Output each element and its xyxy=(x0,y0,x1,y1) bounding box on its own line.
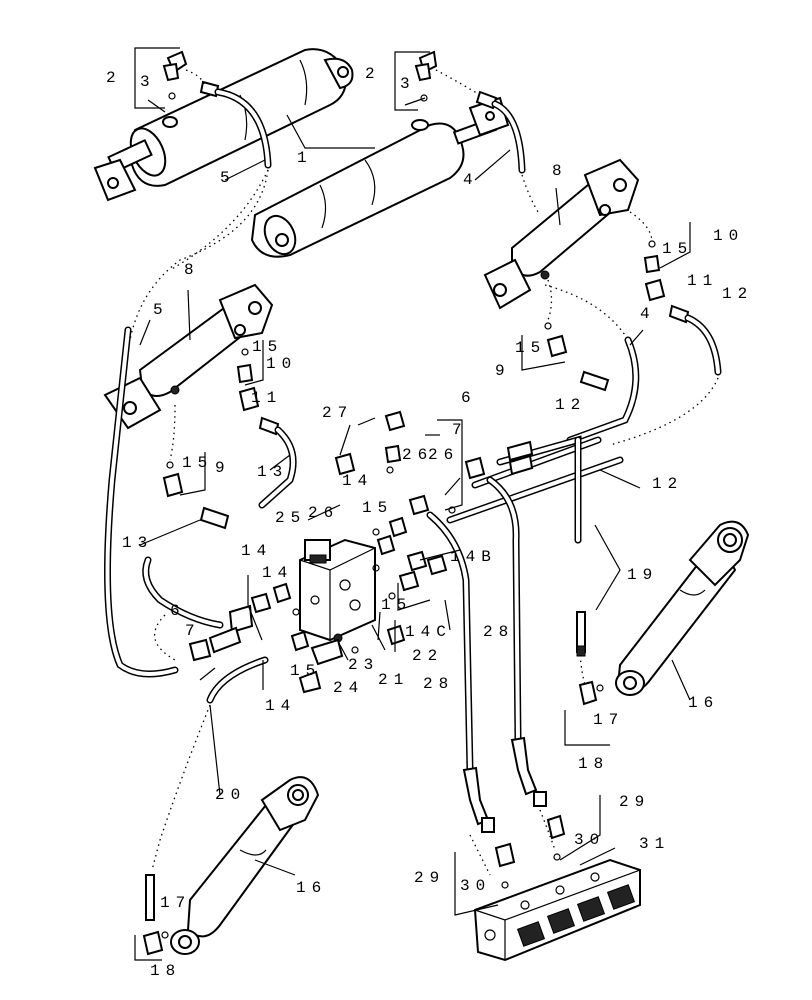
callout-22: 22 xyxy=(412,647,444,665)
callout-15f: 15 xyxy=(381,596,413,614)
callout-1: 1 xyxy=(297,149,313,167)
top-fittings xyxy=(162,50,498,110)
callout-9a: 9 xyxy=(495,362,511,380)
callout-8a: 8 xyxy=(552,162,568,180)
callout-19: 19 xyxy=(627,566,659,584)
cylinder-16-right xyxy=(578,520,750,706)
callout-18a: 18 xyxy=(578,755,610,773)
callout-15e: 15 xyxy=(362,499,394,517)
left-fittings xyxy=(162,348,280,530)
callout-27: 27 xyxy=(322,404,354,422)
callout-30b: 30 xyxy=(460,877,492,895)
callout-15d: 15 xyxy=(182,454,214,472)
callout-14C: 14C xyxy=(405,623,452,641)
callout-3b: 3 xyxy=(400,75,416,93)
cylinder-8-right xyxy=(483,158,640,310)
callout-2b: 2 xyxy=(365,65,381,83)
callout-17b: 17 xyxy=(160,894,192,912)
center-pipes xyxy=(446,435,624,544)
callout-11a: 11 xyxy=(687,272,719,290)
valve-block xyxy=(299,538,376,643)
callout-13b: 13 xyxy=(122,534,154,552)
callout-12a: 12 xyxy=(722,285,754,303)
callout-14c: 14 xyxy=(262,564,294,582)
right-fittings xyxy=(544,240,690,392)
callout-26a: 26 xyxy=(402,446,434,464)
cylinder-8-left xyxy=(103,283,274,430)
callout-3a: 3 xyxy=(140,73,156,91)
callout-26c: 26 xyxy=(308,504,340,522)
callout-23: 23 xyxy=(348,656,380,674)
callout-7b: 7 xyxy=(185,622,201,640)
callout-7a: 7 xyxy=(452,421,468,439)
callout-12b: 12 xyxy=(555,396,587,414)
cylinder-top-left xyxy=(93,48,354,202)
callout-14a: 14 xyxy=(342,472,374,490)
block-fittings xyxy=(188,410,486,694)
callout-15b: 15 xyxy=(252,338,284,356)
callout-6b: 6 xyxy=(170,602,186,620)
callout-8b: 8 xyxy=(184,261,200,279)
cylinder-16-left xyxy=(142,776,320,956)
callout-15c: 15 xyxy=(515,339,547,357)
callout-16b: 16 xyxy=(296,879,328,897)
callout-4b: 4 xyxy=(640,305,656,323)
callout-12c: 12 xyxy=(652,475,684,493)
callout-24: 24 xyxy=(333,679,365,697)
callout-29b: 29 xyxy=(414,869,446,887)
callout-10a: 10 xyxy=(713,227,745,245)
callout-15a: 15 xyxy=(662,240,694,258)
callout-20: 20 xyxy=(215,786,247,804)
callout-29a: 29 xyxy=(619,793,651,811)
callout-17a: 17 xyxy=(593,711,625,729)
callout-16a: 16 xyxy=(688,694,720,712)
callout-14d: 14 xyxy=(265,697,297,715)
callout-30a: 30 xyxy=(574,831,606,849)
callout-18b: 18 xyxy=(150,962,182,980)
callout-4a: 4 xyxy=(463,171,479,189)
callout-28b: 28 xyxy=(423,675,455,693)
callout-11b: 11 xyxy=(251,389,283,407)
callout-10b: 10 xyxy=(266,355,298,373)
callout-6a: 6 xyxy=(461,389,477,407)
valve-bank-31 xyxy=(473,814,641,962)
callout-14b: 14 xyxy=(241,542,273,560)
callout-28a: 28 xyxy=(483,623,515,641)
callout-14B: 14B xyxy=(450,548,497,566)
callout-2a: 2 xyxy=(106,69,122,87)
callout-25: 25 xyxy=(275,509,307,527)
callout-5a: 5 xyxy=(220,169,236,187)
callout-26b: 26 xyxy=(428,446,460,464)
callout-9b: 9 xyxy=(215,459,231,477)
callout-15g: 15 xyxy=(290,662,322,680)
leader-lines xyxy=(139,97,691,876)
callout-31: 31 xyxy=(639,835,671,853)
callout-5b: 5 xyxy=(153,301,169,319)
bracket-lines xyxy=(134,47,691,961)
callout-13a: 13 xyxy=(257,463,289,481)
callout-21: 21 xyxy=(378,671,410,689)
